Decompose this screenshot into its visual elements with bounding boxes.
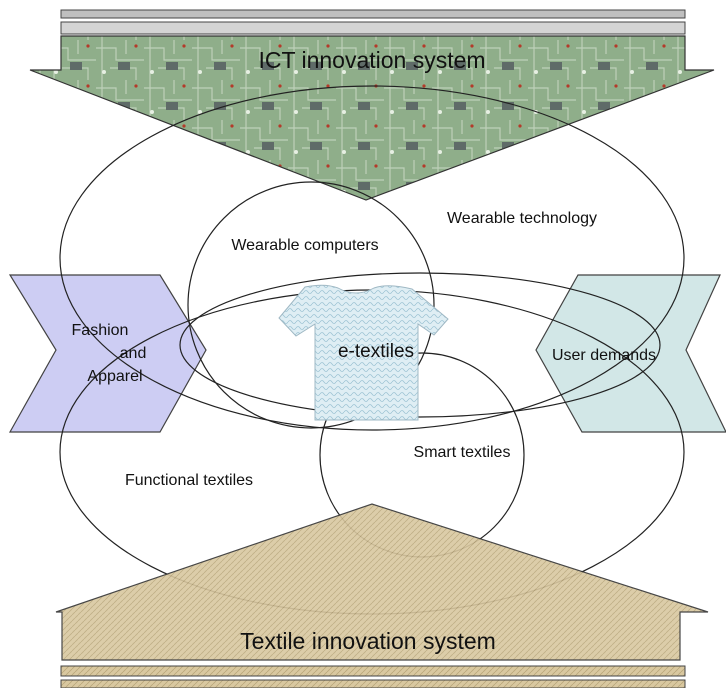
ict-innovation-arrow <box>29 35 715 201</box>
smart-textiles-label: Smart textiles <box>414 444 511 461</box>
and-label: and <box>120 345 147 362</box>
user-demands-label: User demands <box>552 347 656 364</box>
wearable-technology-label: Wearable technology <box>447 210 597 227</box>
ict-header-bars <box>60 9 686 35</box>
textile-innovation-label: Textile innovation system <box>240 628 496 654</box>
wearable-computers-label: Wearable computers <box>231 237 378 254</box>
textile-footer-bars <box>60 665 686 689</box>
ict-innovation-label: ICT innovation system <box>258 47 485 73</box>
e-textiles-ellipse <box>179 272 661 418</box>
textile-innovation-arrow <box>55 503 709 661</box>
tshirt-icon <box>278 284 449 421</box>
e-textiles-label: e-textiles <box>338 341 414 362</box>
fashion-apparel-arrow <box>8 274 207 433</box>
fashion-label: Fashion <box>72 322 129 339</box>
apparel-label: Apparel <box>87 368 142 385</box>
wearable-technology-ellipse <box>59 85 685 431</box>
functional-textiles-label: Functional textiles <box>125 472 253 489</box>
wearable-computers-circle <box>187 181 435 429</box>
